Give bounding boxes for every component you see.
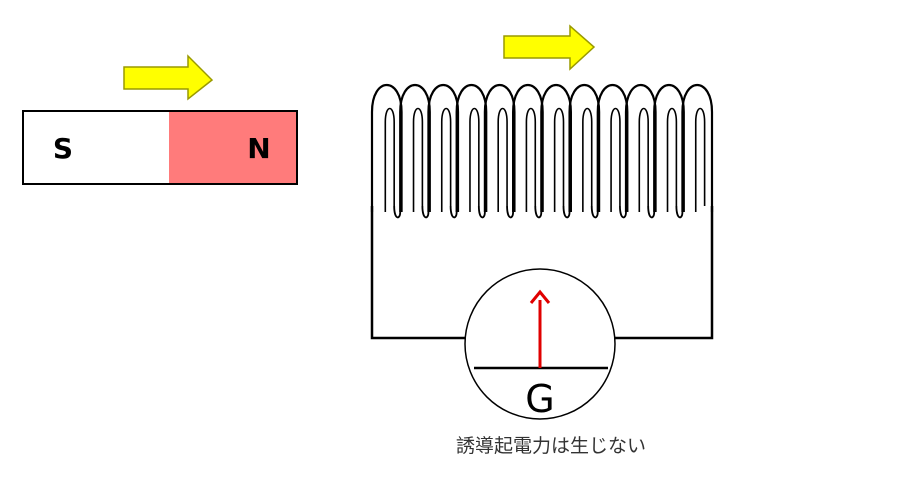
coil-bottom-link — [647, 205, 656, 219]
magnet-motion-arrow — [123, 54, 214, 101]
coil-bottom-link — [477, 205, 486, 219]
bar-magnet: S N — [22, 110, 298, 185]
coil — [370, 84, 714, 219]
coil-loop — [540, 84, 572, 212]
coil-bottom-link — [421, 205, 430, 219]
coil-inner-strand — [610, 107, 621, 212]
coil-loop — [370, 84, 403, 212]
coil-loop — [455, 84, 488, 212]
coil-loop — [483, 84, 516, 212]
coil-inner-strand — [440, 107, 452, 212]
galvanometer-label: G — [525, 377, 554, 421]
coil-inner-strand — [694, 107, 706, 212]
coil-inner-strand — [384, 107, 395, 212]
coil-loop — [399, 84, 431, 212]
magnet-s-label: S — [53, 132, 73, 165]
coil-loop — [568, 84, 601, 212]
coil-motion-arrow — [503, 24, 596, 71]
coil-bottom-link — [534, 205, 543, 219]
coil-loop — [427, 84, 460, 212]
caption-text: 誘導起電力は生じない — [456, 435, 646, 457]
coil-inner-strand — [525, 107, 537, 212]
coil-inner-strand — [638, 107, 649, 212]
coil-bottom-link — [449, 205, 458, 219]
galvanometer-needle-arrowhead — [529, 289, 551, 304]
magnet-outline — [22, 110, 298, 185]
coil-bottom-link — [675, 205, 684, 219]
coil-bottom-link — [562, 205, 571, 219]
right-wire — [614, 206, 714, 340]
coil-loop — [512, 84, 544, 212]
coil-bottom-link — [590, 205, 599, 219]
coil-loop — [624, 84, 657, 212]
left-wire — [370, 206, 466, 340]
coil-inner-strand — [666, 107, 678, 212]
coil-inner-strand — [469, 107, 480, 212]
magnet-n-pole — [169, 111, 297, 184]
coil-loop — [681, 84, 714, 212]
coil-bottom-link — [393, 205, 402, 219]
coil-bottom-link — [619, 205, 627, 219]
coil-inner-strand — [412, 107, 424, 212]
coil-inner-strand — [553, 107, 565, 212]
coil-inner-strand — [582, 107, 593, 212]
coil-loop — [596, 84, 629, 212]
coil-loop — [653, 84, 685, 212]
coil-bottom-link — [506, 205, 515, 219]
magnet-s-pole — [23, 111, 169, 184]
magnet-n-label: N — [247, 132, 270, 165]
circuit-wire — [370, 206, 714, 340]
galvanometer: G — [464, 268, 616, 421]
coil-inner-strand — [497, 107, 508, 212]
